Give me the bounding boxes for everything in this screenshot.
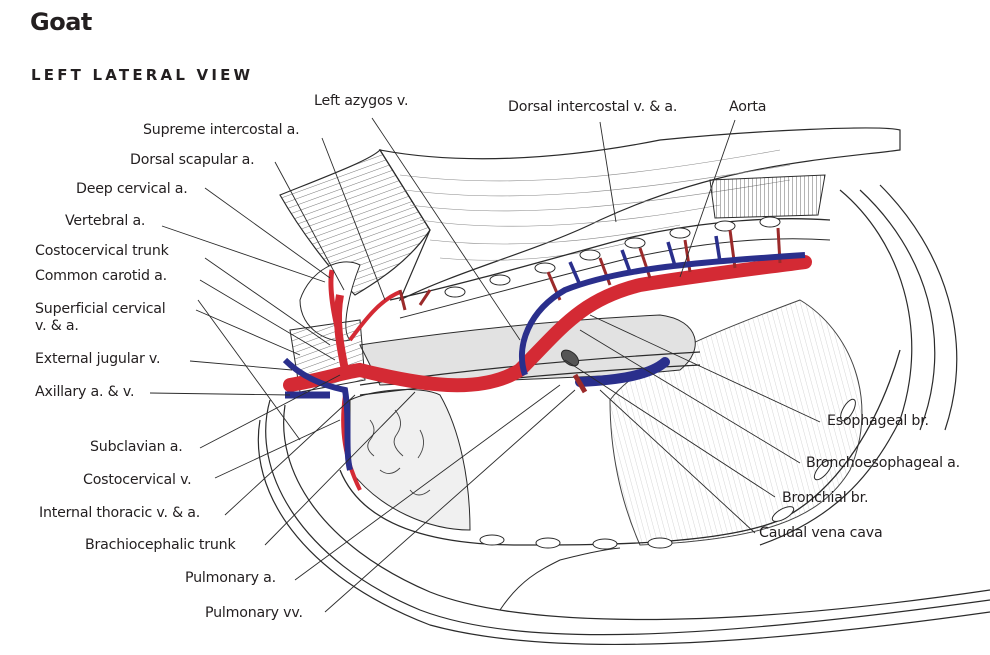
caudal-vena-cava-vessel	[575, 357, 670, 387]
label-dorsal-scapular-a: Dorsal scapular a.	[130, 152, 255, 168]
leader-lines	[149, 117, 821, 613]
figure-title: Goat	[30, 8, 92, 36]
label-external-jugular-v: External jugular v.	[35, 351, 161, 367]
label-supreme-intercostal-a: Supreme intercostal a.	[143, 122, 300, 138]
label-bronchial-br: Bronchial br.	[782, 490, 869, 506]
label-superficial-cervical-line2: v. & a.	[35, 318, 79, 334]
label-esophageal-br: Esophageal br.	[827, 413, 929, 429]
intercostal-veins	[568, 235, 722, 286]
intercostal-arteries	[398, 227, 782, 311]
label-aorta: Aorta	[729, 99, 767, 115]
label-caudal-vena-cava: Caudal vena cava	[759, 525, 883, 541]
epaxial-muscles	[378, 127, 901, 302]
bronchus	[560, 349, 580, 367]
cut-muscle-bundles	[709, 174, 826, 219]
jugular-vein	[282, 357, 353, 471]
label-subclavian-a: Subclavian a.	[90, 439, 183, 455]
label-internal-thoracic: Internal thoracic v. & a.	[39, 505, 201, 521]
label-costocervical-trunk: Costocervical trunk	[35, 243, 169, 259]
vertebral-column	[389, 218, 831, 301]
costal-cartilages	[479, 398, 856, 550]
label-left-azygos-v: Left azygos v.	[314, 93, 409, 109]
label-pulmonary-vv: Pulmonary vv.	[205, 605, 303, 621]
sternum	[499, 547, 621, 611]
label-costocervical-v: Costocervical v.	[83, 472, 192, 488]
thoracic-wall	[257, 184, 990, 646]
label-dorsal-intercostal: Dorsal intercostal v. & a.	[508, 99, 678, 115]
label-brachiocephalic-trunk: Brachiocephalic trunk	[85, 537, 236, 553]
label-pulmonary-a: Pulmonary a.	[185, 570, 276, 586]
heart	[349, 389, 471, 531]
view-subtitle: LEFT LATERAL VIEW	[31, 66, 254, 84]
label-axillary: Axillary a. & v.	[35, 384, 135, 400]
label-vertebral-a: Vertebral a.	[65, 213, 146, 229]
label-bronchoesophageal-a: Bronchoesophageal a.	[806, 455, 960, 471]
label-common-carotid-a: Common carotid a.	[35, 268, 167, 284]
vertebrae	[444, 216, 781, 298]
label-deep-cervical-a: Deep cervical a.	[76, 181, 188, 197]
label-superficial-cervical: Superficial cervical	[35, 301, 166, 317]
heart-texture	[367, 409, 431, 496]
